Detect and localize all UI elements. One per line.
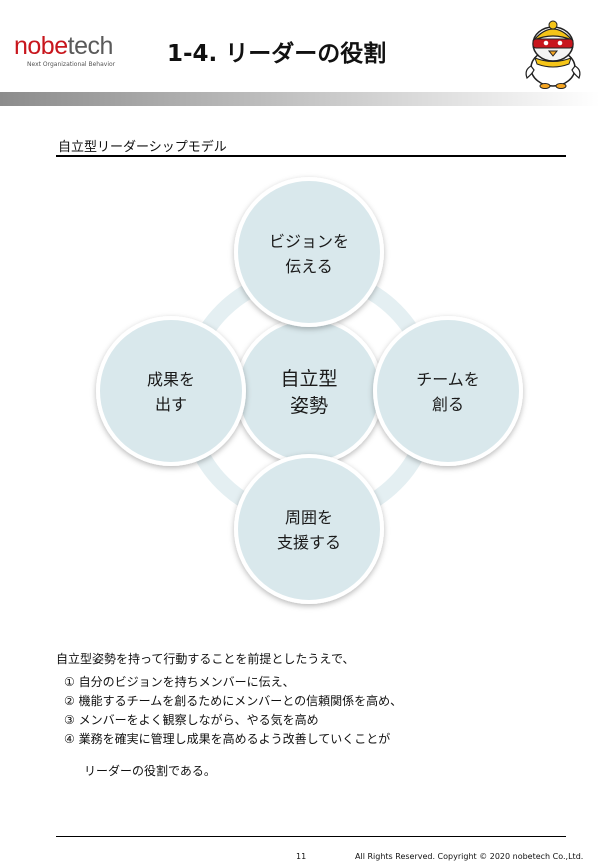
left-label-line2: 出す [155, 395, 187, 414]
mascot-icon [525, 20, 581, 89]
copyright-notice: All Rights Reserved. Copyright © 2020 no… [355, 852, 584, 861]
list-item: ④ 業務を確実に管理し成果を高めるよう改善していくことが [64, 732, 391, 746]
company-logo: nobetech Next Organizational Behavior [14, 34, 115, 69]
footer-divider [56, 836, 566, 837]
section-heading: 自立型リーダーシップモデル [58, 140, 227, 155]
role-list: ① 自分のビジョンを持ちメンバーに伝え、 ② 機能するチームを創るためにメンバー… [64, 673, 403, 778]
center-circle [235, 317, 383, 465]
logo-tagline: Next Organizational Behavior [27, 61, 116, 68]
bottom-label-line1: 周囲を [285, 508, 333, 527]
top-label-line1: ビジョンを [269, 232, 349, 251]
center-label-line1: 自立型 [280, 368, 337, 390]
right-circle [373, 316, 523, 466]
header-gradient-bar [0, 92, 600, 106]
list-item: ① 自分のビジョンを持ちメンバーに伝え、 [64, 675, 295, 689]
top-label-line2: 伝える [285, 257, 333, 276]
bottom-circle [234, 454, 384, 604]
list-item: ② 機能するチームを創るためにメンバーとの信頼関係を高め、 [64, 694, 403, 708]
center-label-line2: 姿勢 [290, 395, 328, 417]
logo-wordmark: nobetech [14, 34, 113, 59]
mascot-illustration [518, 18, 588, 94]
page-number: 11 [296, 852, 307, 861]
list-item-continuation: リーダーの役割である。 [84, 764, 216, 778]
right-label-line2: 創る [432, 395, 464, 414]
intro-paragraph: 自立型姿勢を持って行動することを前提としたうえで、 [56, 652, 355, 666]
logo-wordmark-part1: nobe [14, 32, 68, 60]
left-circle [96, 316, 246, 466]
page-title: 1-4. リーダーの役割 [167, 41, 387, 67]
top-circle [234, 177, 384, 327]
list-item: ③ メンバーをよく観察しながら、やる気を高め [64, 713, 319, 727]
leadership-model-diagram: 自立型 姿勢 ビジョンを 伝える チームを 創る 周囲を 支援する 成果を 出す [96, 177, 523, 604]
left-label-line1: 成果を [147, 370, 195, 389]
logo-wordmark-part2: tech [67, 32, 114, 60]
bottom-label-line2: 支援する [277, 533, 341, 552]
section-divider [56, 155, 566, 157]
right-label-line1: チームを [416, 370, 480, 389]
